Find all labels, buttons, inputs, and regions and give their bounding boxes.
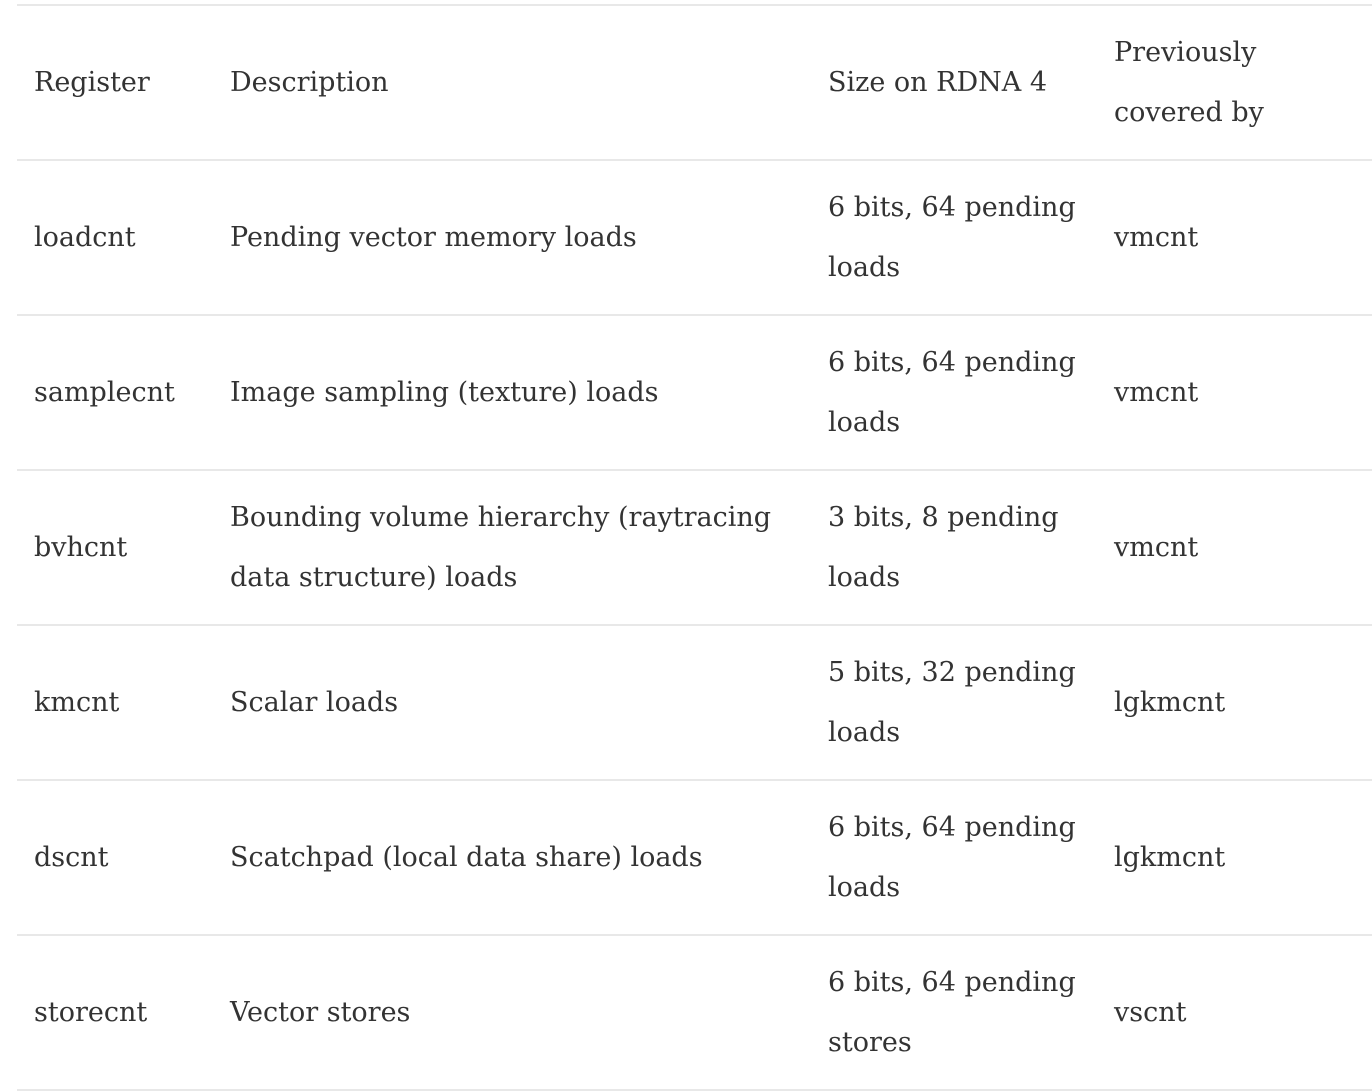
description-cell-text: Bounding volume hierarchy (raytracing da… <box>230 501 772 593</box>
size-cell: 3 bits, 8 pending loads <box>811 469 1097 625</box>
previous-counter-cell-text: vmcnt <box>1114 221 1199 253</box>
description-cell: Scatchpad (local data share) loads <box>213 779 811 935</box>
table-row: storecnt Vector stores 6 bits, 64 pending … <box>17 934 1372 1091</box>
description-cell: Pending vector memory loads <box>213 159 811 315</box>
register-cell: dscnt <box>17 779 213 935</box>
size-cell: 5 bits, 32 pending loads <box>811 624 1097 780</box>
previous-counter-cell-text: vscnt <box>1114 996 1187 1028</box>
register-cell-text: kmcnt <box>34 686 120 718</box>
register-cell-text: storecnt <box>34 996 148 1028</box>
description-cell: Image sampling (texture) loads <box>213 314 811 470</box>
description-cell-text: Scatchpad (local data share) loads <box>230 841 703 873</box>
size-cell-text: 3 bits, 8 pending loads <box>828 501 1059 593</box>
size-cell-text: 6 bits, 64 pending loads <box>828 191 1076 283</box>
table-row: loadcnt Pending vector memory loads 6 bits… <box>17 159 1372 315</box>
previous-counter-cell-text: vmcnt <box>1114 376 1199 408</box>
header-previously-covered: Previously covered by <box>1097 4 1372 160</box>
previous-counter-cell: vmcnt <box>1097 314 1372 470</box>
description-cell-text: Vector stores <box>230 996 411 1028</box>
size-cell-text: 5 bits, 32 pending loads <box>828 656 1076 748</box>
description-cell-text: Pending vector memory loads <box>230 221 637 253</box>
size-cell: 6 bits, 64 pending loads <box>811 159 1097 315</box>
table-row: samplecnt Image sampling (texture) loads 6… <box>17 314 1372 470</box>
previous-counter-cell: lgkmcnt <box>1097 779 1372 935</box>
register-cell: kmcnt <box>17 624 213 780</box>
header-description: Description <box>213 4 811 160</box>
description-cell-text: Scalar loads <box>230 686 399 718</box>
register-cell: bvhcnt <box>17 469 213 625</box>
previous-counter-cell-text: lgkmcnt <box>1114 686 1226 718</box>
header-row: Register Description Size on RDNA 4 Prev… <box>17 4 1372 160</box>
register-cell-text: bvhcnt <box>34 531 128 563</box>
header-previously-covered-label: Previously covered by <box>1114 36 1264 128</box>
previous-counter-cell-text: vmcnt <box>1114 531 1199 563</box>
size-cell-text: 6 bits, 64 pending loads <box>828 811 1076 903</box>
register-cell: storecnt <box>17 934 213 1091</box>
previous-counter-cell: lgkmcnt <box>1097 624 1372 780</box>
size-cell-text: 6 bits, 64 pending loads <box>828 346 1076 438</box>
size-cell: 6 bits, 64 pending loads <box>811 314 1097 470</box>
table-row: kmcnt Scalar loads 5 bits, 32 pending load… <box>17 624 1372 780</box>
register-cell-text: loadcnt <box>34 221 136 253</box>
counter-registers-table: Register Description Size on RDNA 4 Prev… <box>17 4 1372 1091</box>
table-row: bvhcnt Bounding volume hierarchy (raytrac… <box>17 469 1372 625</box>
previous-counter-cell: vmcnt <box>1097 469 1372 625</box>
register-cell: samplecnt <box>17 314 213 470</box>
header-size: Size on RDNA 4 <box>811 4 1097 160</box>
register-cell-text: dscnt <box>34 841 109 873</box>
description-cell: Bounding volume hierarchy (raytracing da… <box>213 469 811 625</box>
previous-counter-cell-text: lgkmcnt <box>1114 841 1226 873</box>
register-cell: loadcnt <box>17 159 213 315</box>
size-cell-text: 6 bits, 64 pending stores <box>828 966 1076 1058</box>
description-cell-text: Image sampling (texture) loads <box>230 376 659 408</box>
size-cell: 6 bits, 64 pending loads <box>811 779 1097 935</box>
register-cell-text: samplecnt <box>34 376 175 408</box>
description-cell: Scalar loads <box>213 624 811 780</box>
header-register: Register <box>17 4 213 160</box>
size-cell: 6 bits, 64 pending stores <box>811 934 1097 1091</box>
previous-counter-cell: vmcnt <box>1097 159 1372 315</box>
table-row: dscnt Scatchpad (local data share) loads 6… <box>17 779 1372 935</box>
previous-counter-cell: vscnt <box>1097 934 1372 1091</box>
description-cell: Vector stores <box>213 934 811 1091</box>
